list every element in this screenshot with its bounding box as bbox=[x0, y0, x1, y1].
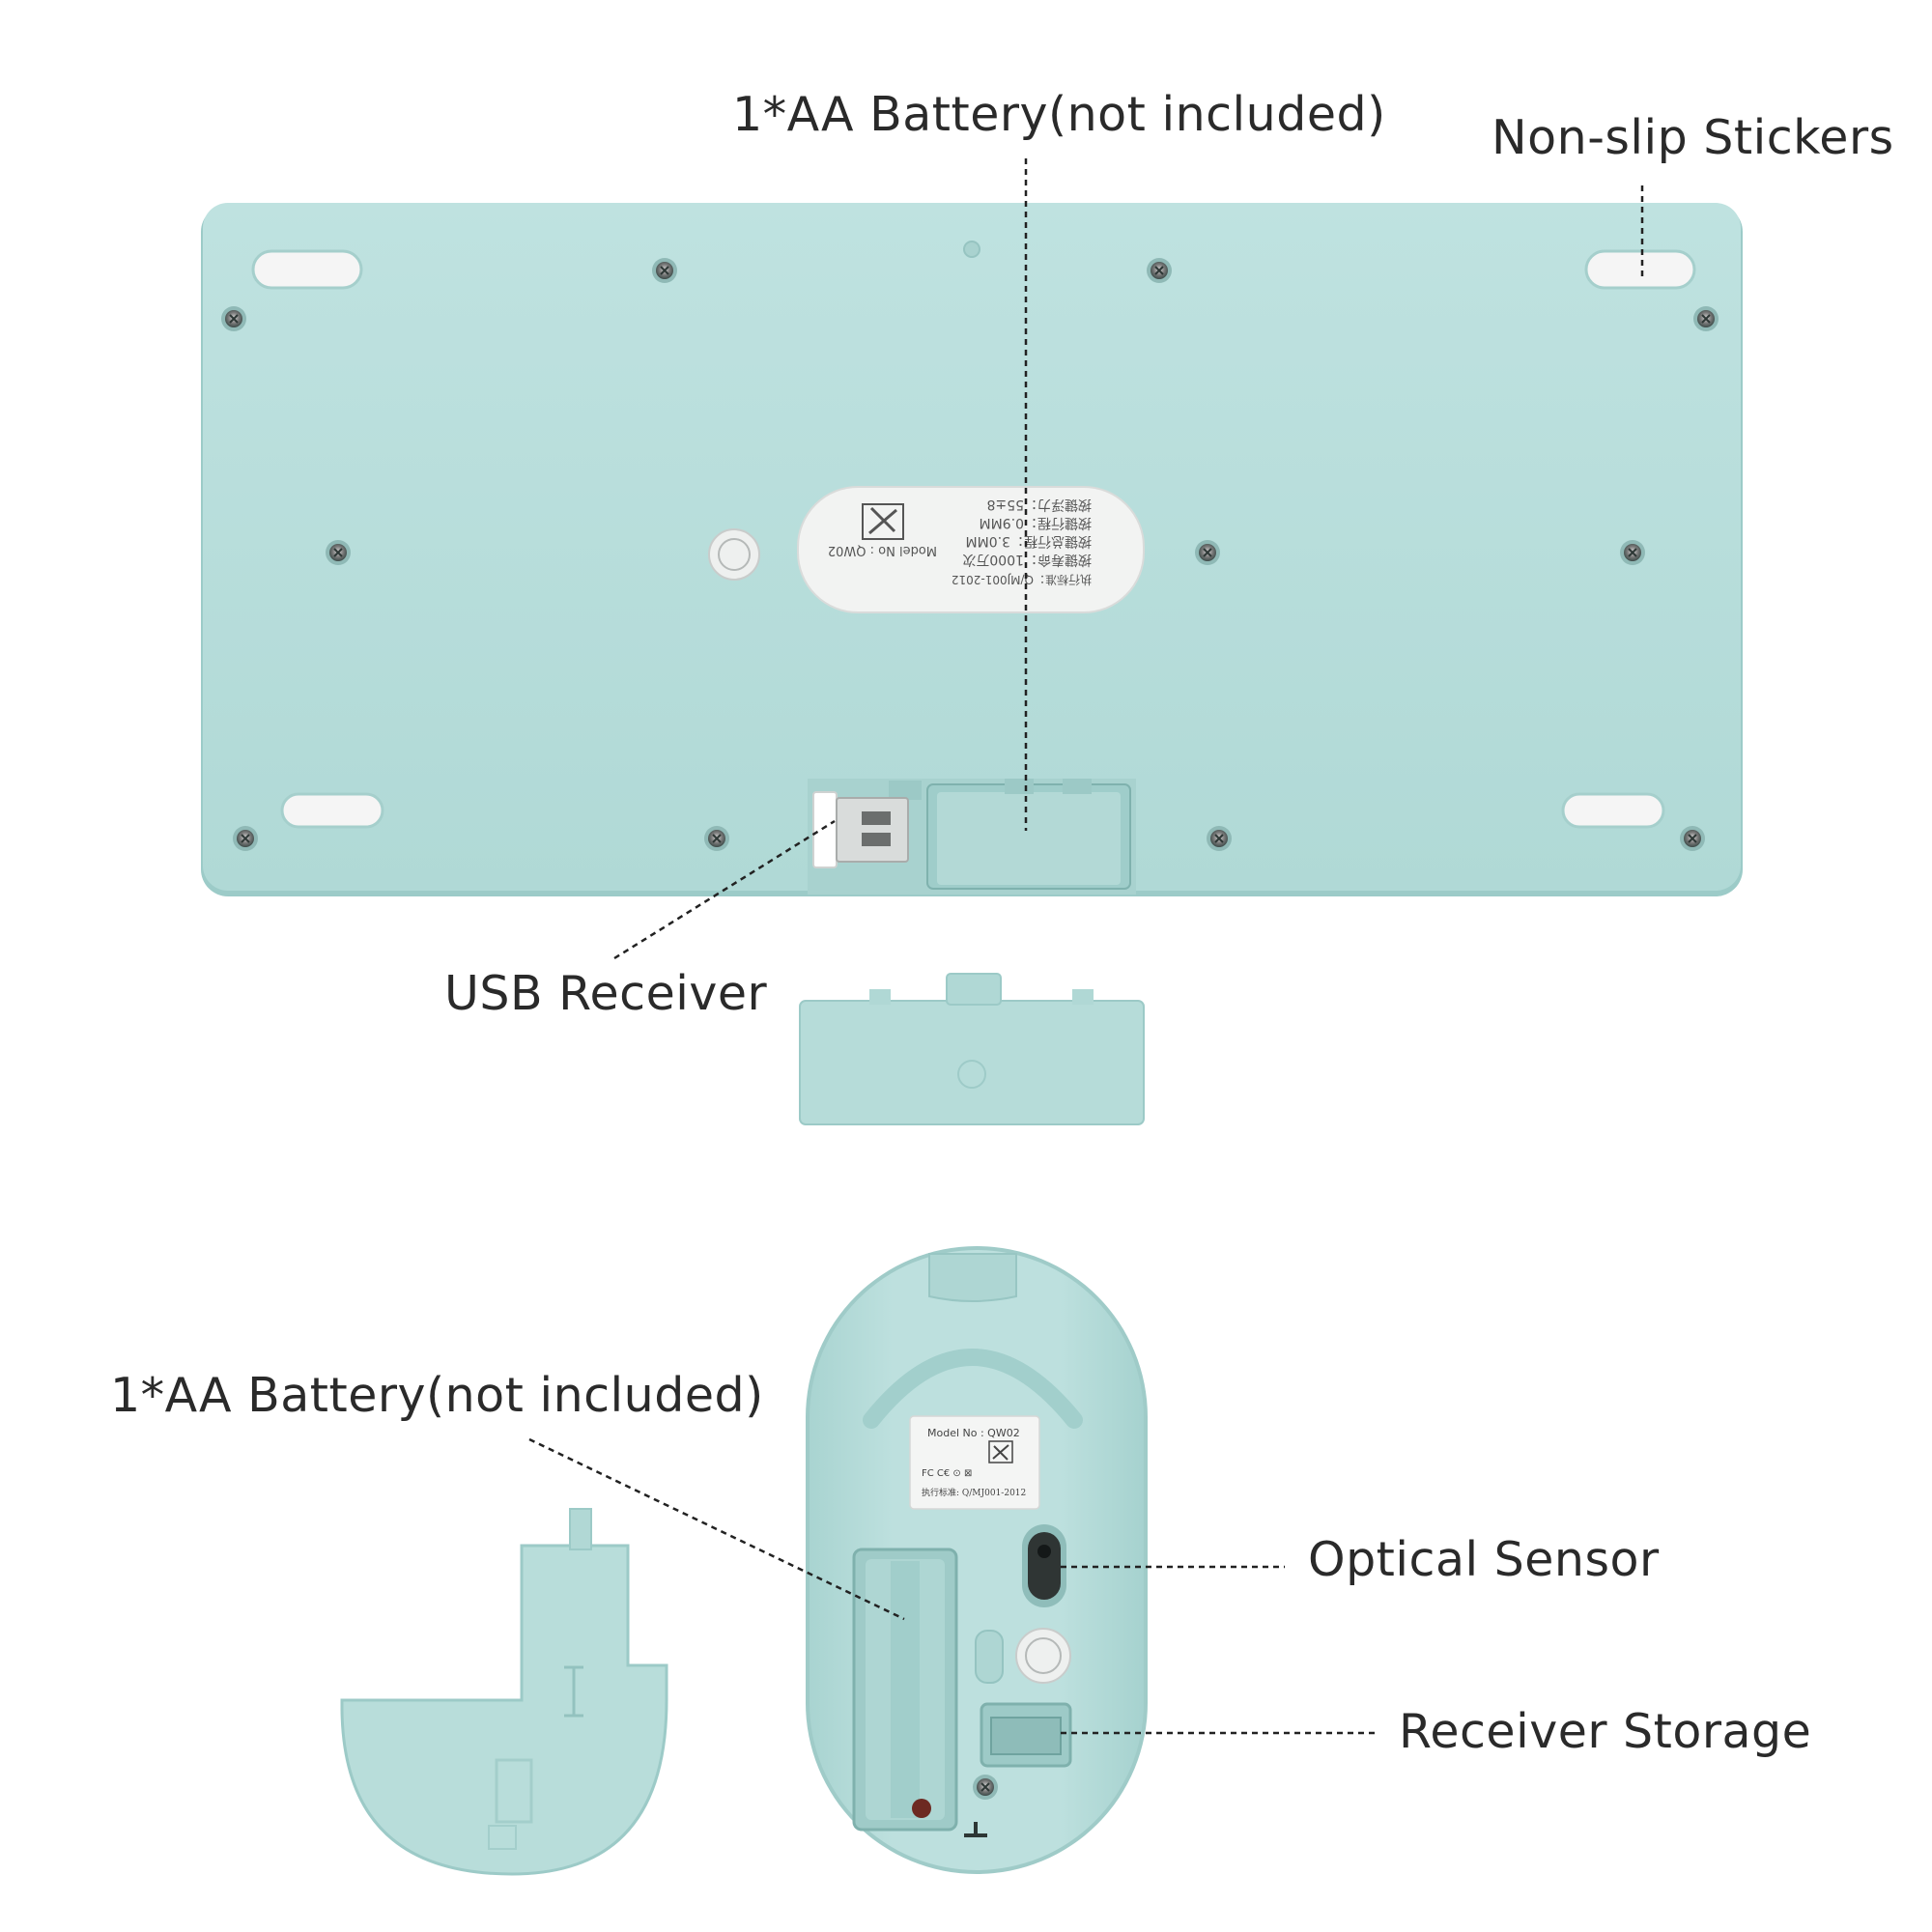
svg-text:FC C€ ⊙ ⊠: FC C€ ⊙ ⊠ bbox=[922, 1468, 972, 1479]
keyboard-label-spec-total: 按键总行程：3.0MM bbox=[966, 533, 1092, 549]
optical-sensor bbox=[1022, 1524, 1066, 1607]
callout-usb-receiver: USB Receiver bbox=[444, 966, 768, 1021]
callout-non-slip-stickers: Non-slip Stickers bbox=[1492, 110, 1894, 165]
callout-leader-lines bbox=[528, 158, 1644, 1735]
keyboard-label-spec-life: 按键寿命：1000万次 bbox=[962, 552, 1092, 568]
mouse-bottom: Model No : QW02 FC C€ ⊙ ⊠ 执行标准: Q/MJ001-… bbox=[806, 1246, 1148, 1874]
keyboard-spec-label: 执行标准：Q/MJ001-2012 按键寿命：1000万次 按键总行程：3.0M… bbox=[797, 486, 1145, 613]
non-slip-sticker-pads bbox=[251, 249, 1696, 829]
mouse-battery-cover bbox=[340, 1508, 668, 1876]
keyboard-label-spec-force: 按键浮力：55±8 bbox=[987, 497, 1092, 512]
receiver-storage-slot bbox=[980, 1702, 1072, 1768]
callout-mouse-battery: 1*AA Battery(not included) bbox=[110, 1368, 764, 1423]
mouse-label-standard: 执行标准: Q/MJ001-2012 bbox=[922, 1487, 1026, 1498]
mouse-spec-label: Model No : QW02 FC C€ ⊙ ⊠ 执行标准: Q/MJ001-… bbox=[909, 1415, 1040, 1510]
callout-receiver-storage: Receiver Storage bbox=[1399, 1704, 1812, 1759]
mouse-battery-compartment bbox=[852, 1548, 958, 1832]
keyboard-label-model: Model No : QW02 bbox=[828, 543, 937, 557]
keyboard-label-standard: 执行标准：Q/MJ001-2012 bbox=[952, 573, 1092, 586]
usb-receiver bbox=[812, 791, 909, 868]
mouse-label-model: Model No : QW02 bbox=[927, 1427, 1020, 1439]
keyboard-battery-cover bbox=[799, 973, 1145, 1125]
keyboard-label-spec-travel: 按键行程：0.9MM bbox=[980, 515, 1092, 530]
qc-sticker bbox=[708, 528, 760, 581]
callout-keyboard-battery: 1*AA Battery(not included) bbox=[732, 87, 1386, 142]
keyboard-bottom: 执行标准：Q/MJ001-2012 按键寿命：1000万次 按键总行程：3.0M… bbox=[201, 203, 1743, 1125]
callout-optical-sensor: Optical Sensor bbox=[1308, 1532, 1660, 1587]
